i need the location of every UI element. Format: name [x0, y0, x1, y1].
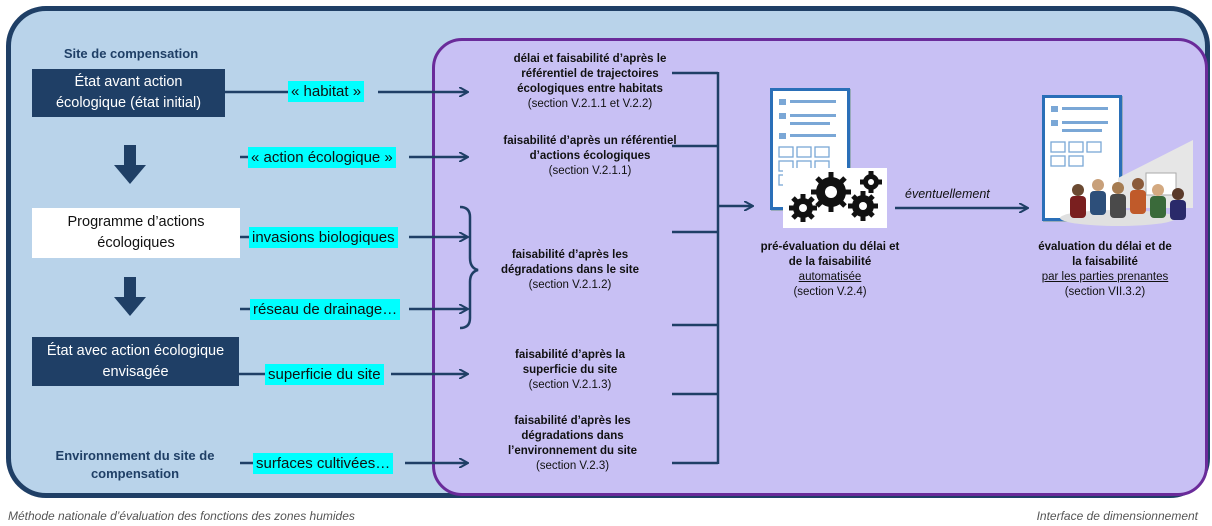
site-label: Site de compensation: [63, 46, 199, 61]
tag-drainage: réseau de drainage…: [250, 299, 401, 320]
final-eval-sub: par les parties prenantes: [1041, 271, 1169, 283]
tag-surfaces: surfaces cultivées…: [253, 453, 394, 474]
gears-icon: [783, 168, 887, 228]
criterion-3-ref: (section V.2.1.2): [528, 279, 612, 291]
criterion-1-ref: (section V.2.1.1 et V.2.2): [527, 98, 653, 110]
pre-eval-ref: (section V.2.4): [793, 286, 867, 298]
criterion-4-ref: (section V.2.1.3): [528, 379, 612, 391]
pre-eval-title: pré-évaluation du délai et de la faisabi…: [760, 241, 900, 268]
pre-evaluation: pré-évaluation du délai et de la faisabi…: [760, 240, 900, 300]
initial-state-box: État avant action écologique (état initi…: [32, 69, 225, 117]
envisaged-state-box: État avec action écologique envisagée: [32, 337, 239, 386]
criterion-5: faisabilité d’après les dégradations dan…: [500, 414, 645, 474]
tag-invasions: invasions biologiques: [249, 227, 398, 248]
stakeholders-meeting-icon: [1060, 140, 1193, 226]
criterion-5-ref: (section V.2.3): [535, 460, 610, 472]
criterion-2-title: faisabilité d’après un référentiel d’act…: [503, 135, 677, 162]
arrow-label: éventuellement: [905, 187, 990, 201]
footer-left: Méthode nationale d’évaluation des fonct…: [8, 509, 355, 523]
criterion-3-title: faisabilité d’après les dégradations dan…: [500, 249, 640, 276]
final-eval-ref: (section VII.3.2): [1064, 286, 1146, 298]
form-lines-icon: [778, 99, 836, 186]
criterion-1: délai et faisabilité d’après le référent…: [495, 52, 685, 112]
tag-superficie: superficie du site: [265, 364, 384, 385]
criterion-2-ref: (section V.2.1.1): [548, 165, 632, 177]
program-box: Programme d’actions écologiques: [32, 208, 240, 258]
criterion-4-title: faisabilité d’après la superficie du sit…: [515, 349, 625, 376]
tag-habitat: « habitat »: [288, 81, 365, 102]
criterion-5-title: faisabilité d’après les dégradations dan…: [507, 415, 638, 457]
tag-action: « action écologique »: [248, 147, 396, 168]
environment-label: Environnement du site de compensation: [55, 448, 215, 481]
criterion-2: faisabilité d’après un référentiel d’act…: [495, 134, 685, 179]
final-evaluation: évaluation du délai et de la faisabilité…: [1035, 240, 1175, 300]
pre-eval-sub: automatisée: [798, 271, 862, 283]
criterion-3: faisabilité d’après les dégradations dan…: [495, 248, 645, 293]
final-eval-title: évaluation du délai et de la faisabilité: [1038, 241, 1172, 268]
report-lines-icon: [1050, 106, 1108, 167]
criterion-1-title: délai et faisabilité d’après le référent…: [513, 53, 667, 95]
footer-right: Interface de dimensionnement: [1036, 509, 1198, 523]
criterion-4: faisabilité d’après la superficie du sit…: [505, 348, 635, 393]
